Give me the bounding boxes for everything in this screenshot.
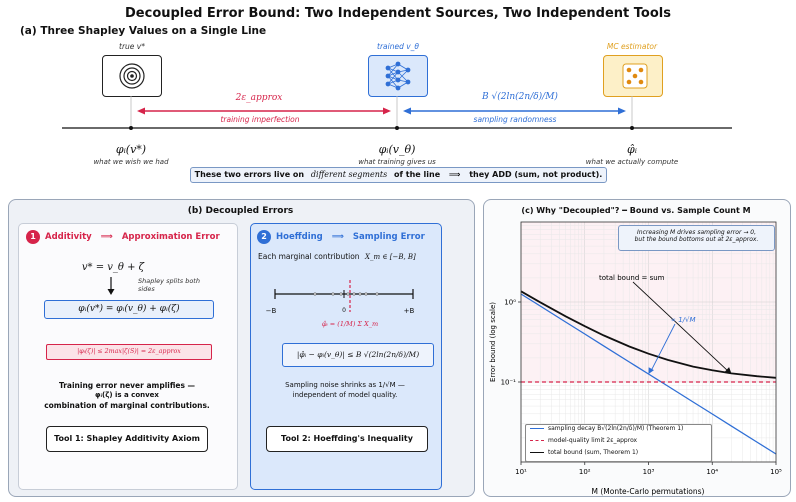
tool-2-box: Tool 2: Hoeffding's Inequality <box>266 426 428 452</box>
summary-part2: of the line <box>394 170 441 179</box>
down-arrow <box>107 277 115 295</box>
x-tick-label: 10¹ <box>515 468 527 476</box>
summary-arrow: ⟹ <box>448 170 461 179</box>
gap2-label: sampling randomness <box>473 115 557 124</box>
y-tick-label: 10⁻¹ <box>501 379 517 387</box>
error-bound-chart: 10¹ 10² 10³ 10⁴ 10⁵ 10⁻¹ 10⁰ M (Monte-Carlo pe… <box>489 221 782 496</box>
additivity-text-3: combination of marginal contributions. <box>44 401 210 410</box>
dice-icon <box>603 55 663 97</box>
additivity-text-2: φᵢ(ζ) is a convex <box>95 391 159 399</box>
shapley-note: Shapley splits both sides <box>138 277 200 293</box>
legend-sampling: sampling decay B√(2ln(2n/δ)/M) (Theorem … <box>548 425 684 432</box>
hoeffding-arrow: ⟹ <box>331 232 344 242</box>
legend-total: total bound (sum, Theorem 1) <box>548 449 639 456</box>
gap1-formula: 2ε_approx <box>235 93 283 103</box>
axis-right-label: +B <box>403 307 415 315</box>
additivity-text-1: Training error never amplifies — <box>58 381 196 390</box>
additivity-equation-box: φᵢ(v*) = φᵢ(v_θ) + φᵢ(ζ) <box>44 300 214 319</box>
true-v-label: true v* <box>119 42 145 51</box>
phi-hat-value: φ̂ᵢ <box>627 143 637 156</box>
additivity-title: Additivity ⟹ Approximation Error <box>45 232 220 242</box>
hoeffding-bound-box: |φ̂ᵢ − φᵢ(v_θ)| ≤ B √(2ln(2n/δ)/M) <box>282 343 434 367</box>
marginal-intro-text: Each marginal contribution <box>258 252 360 261</box>
series-line-0 <box>520 293 777 455</box>
section-c-heading: (c) Why "Decoupled"? ━ Bound vs. Sample … <box>521 206 751 215</box>
sum-annotation: total bound = sum <box>599 274 665 282</box>
x-axis-label: M (Monte-Carlo permutations) <box>592 487 705 496</box>
sum-annotation-head <box>725 367 732 374</box>
additivity-arrow: ⟹ <box>100 232 113 242</box>
slope-annotation: ∝ 1/√M <box>671 316 696 324</box>
legend-swatch-total <box>530 452 544 453</box>
figure-title: Decoupled Error Bound: Two Independent S… <box>125 6 671 21</box>
legend-swatch-limit <box>530 440 544 441</box>
slope-annotation-arrow <box>650 323 676 373</box>
additivity-title-b: Approximation Error <box>121 232 220 242</box>
x-tick-label: 10⁴ <box>706 468 718 476</box>
y-tick-label: 10⁰ <box>504 299 516 307</box>
hoeffding-text-1: Sampling noise shrinks as 1/√M — <box>285 381 405 389</box>
phi-true-caption: what we wish we had <box>93 158 169 166</box>
summary-part3: they ADD (sum, not product). <box>469 170 603 179</box>
chart-legend: sampling decay B√(2ln(2n/δ)/M) (Theorem … <box>525 424 712 462</box>
sample-distribution-axis <box>274 280 414 312</box>
chart-ticks: 10¹ 10² 10³ 10⁴ 10⁵ 10⁻¹ 10⁰ <box>501 299 782 477</box>
axis-left-label: −B <box>265 307 277 315</box>
marginal-range: X_m ∈ [−B, B] <box>364 253 416 261</box>
x-tick-label: 10⁵ <box>770 468 782 476</box>
chart-note-box: Increasing M drives sampling error → 0, … <box>618 225 775 251</box>
target-icon <box>102 55 162 97</box>
axis-mid-label: 0 <box>342 307 346 314</box>
phi-hat-caption: what we actually compute <box>585 158 679 166</box>
number-line <box>62 96 732 130</box>
gap1-label: training imperfection <box>220 115 300 124</box>
neural-network-icon <box>368 55 428 97</box>
sum-annotation-arrow <box>632 281 729 372</box>
hoeffding-title: Hoeffding ⟹ Sampling Error <box>276 232 425 242</box>
trained-v-label: trained v_θ <box>377 42 419 51</box>
summary-box: These two errors live on different segme… <box>190 167 607 183</box>
hoeffding-text-2: independent of model quality. <box>292 391 398 399</box>
x-tick-label: 10³ <box>643 468 655 476</box>
approx-bound-box: |φᵢ(ζ)| ≤ 2max|ζ(S)| = 2ε_approx <box>46 344 212 360</box>
chart-note-line-1: Increasing M drives sampling error → 0, <box>637 229 756 236</box>
hoeffding-title-a: Hoeffding <box>276 232 323 242</box>
tool-1-box: Tool 1: Shapley Additivity Axiom <box>46 426 208 452</box>
section-a-heading: (a) Three Shapley Values on a Single Lin… <box>20 25 267 37</box>
slope-annotation-head <box>648 367 654 374</box>
summary-part1: These two errors live on <box>194 170 305 179</box>
badge-1: 1 <box>26 230 40 244</box>
section-b-heading: (b) Decoupled Errors <box>187 206 294 216</box>
legend-swatch-sampling <box>530 428 544 429</box>
hoeffding-title-b: Sampling Error <box>352 232 425 242</box>
mc-estimator-label: MC estimator <box>606 42 658 51</box>
phi-trained-caption: what training gives us <box>358 158 436 166</box>
badge-2: 2 <box>257 230 271 244</box>
estimator-formula: φ̂ᵢ = (1/M) Σ X_m <box>321 320 379 328</box>
decomposition-equation: v* = v_θ + ζ <box>81 262 145 273</box>
legend-limit: model-quality limit 2ε_approx <box>548 437 638 444</box>
x-tick-label: 10² <box>579 468 591 476</box>
chart-note-line-2: but the bound bottoms out at 2ε_approx. <box>634 236 759 243</box>
summary-emph: different segments <box>310 170 388 179</box>
marginal-intro: Each marginal contribution X_m ∈ [−B, B] <box>258 252 438 261</box>
phi-trained-value: φᵢ(v_θ) <box>378 143 416 156</box>
y-axis-label: Error bound (log scale) <box>489 302 497 382</box>
phi-true-value: φᵢ(v*) <box>115 143 147 156</box>
gap2-formula: B √(2ln(2n/δ)/M) <box>482 92 558 102</box>
additivity-title-a: Additivity <box>45 232 92 242</box>
